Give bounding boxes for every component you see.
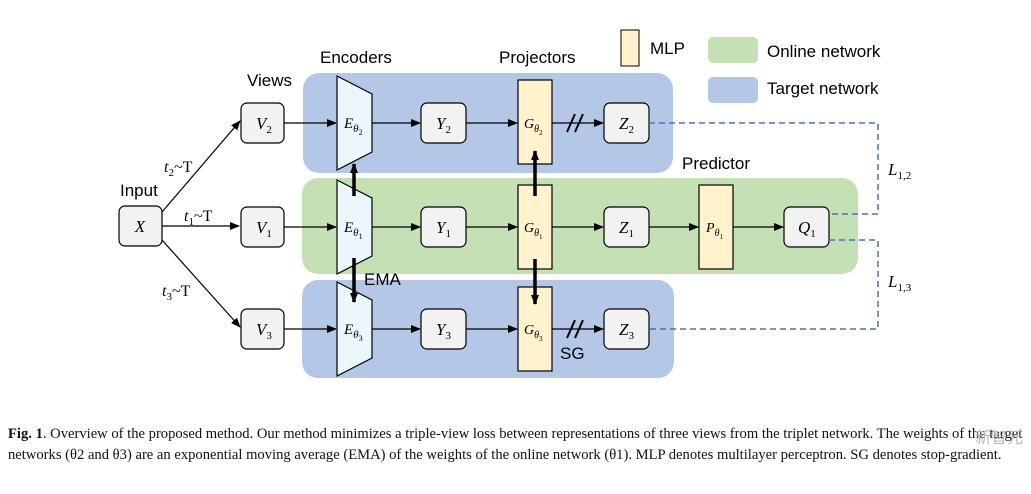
encoder-e3 [336,281,373,377]
projection-node-z2-label: Z2 [619,114,634,136]
projector-g1-label: Gθ1 [524,221,543,241]
input-node-x-label: X [134,217,146,236]
legend-mlp-label: MLP [650,39,685,58]
legend-target-swatch [708,77,758,103]
transform-t3-label: t3~T [162,283,191,303]
stop-gradient-mark-top [566,113,584,133]
encoders-label: Encoders [320,48,392,67]
loss-l12-label: L1,2 [887,160,911,182]
projector-g3-label: Gθ3 [524,323,543,343]
transform-t1-label: t1~T [184,208,213,228]
encoder-e2 [336,75,373,171]
prediction-node-q1 [783,206,830,248]
view-node-v1-label: V1 [256,218,272,240]
projection-node-z1-label: Z1 [619,218,634,240]
embedding-node-y1-label: Y1 [436,218,451,240]
encoder-e1-label: Eθ1 [343,220,363,241]
view-node-v3-label: V3 [256,320,272,342]
legend-target-label: Target network [767,79,879,98]
caption-lead: Fig. 1 [8,426,43,442]
arrow-x-to-v2 [161,120,241,213]
figure-caption: Fig. 1. Overview of the proposed method.… [8,424,1024,466]
prediction-node-q1-label: Q1 [798,218,816,240]
architecture-diagram: Encoders Projectors Views Input Predicto… [118,29,912,378]
legend-mlp-swatch [620,29,640,67]
projector-g2-label: Gθ2 [524,117,543,137]
caption-text: . Overview of the proposed method. Our m… [8,426,1023,463]
embedding-node-y3-label: Y3 [436,320,451,342]
projection-node-z3 [603,308,650,350]
arrow-x-to-v3 [161,239,241,328]
projection-node-z3-label: Z3 [619,320,634,342]
legend-online-label: Online network [767,42,881,61]
loss-l13-label: L1,3 [887,272,912,294]
encoder-e1 [336,179,373,275]
predictor-p1-label: Pθ1 [705,221,723,241]
sg-label: SG [560,344,585,363]
transform-t2-label: t2~T [164,159,193,179]
embedding-node-y2-label: Y2 [436,114,451,136]
encoder-e2-label: Eθ2 [343,116,363,137]
projector-g1 [517,184,553,270]
ema-label: EMA [364,270,402,289]
projectors-label: Projectors [499,48,576,67]
watermark: 新智元 [974,428,1023,447]
legend-online-swatch [708,37,758,63]
predictor-label: Predictor [682,154,750,173]
stop-gradient-mark-bottom [566,319,584,339]
views-label: Views [247,71,292,90]
predictor-p1 [698,184,734,270]
input-label: Input [120,181,158,200]
loss-connection-l12 [649,122,879,215]
view-node-v2-label: V2 [256,114,272,136]
loss-connection-l13 [649,239,879,330]
online-network-panel [302,178,858,274]
encoder-e3-label: Eθ3 [343,322,363,343]
